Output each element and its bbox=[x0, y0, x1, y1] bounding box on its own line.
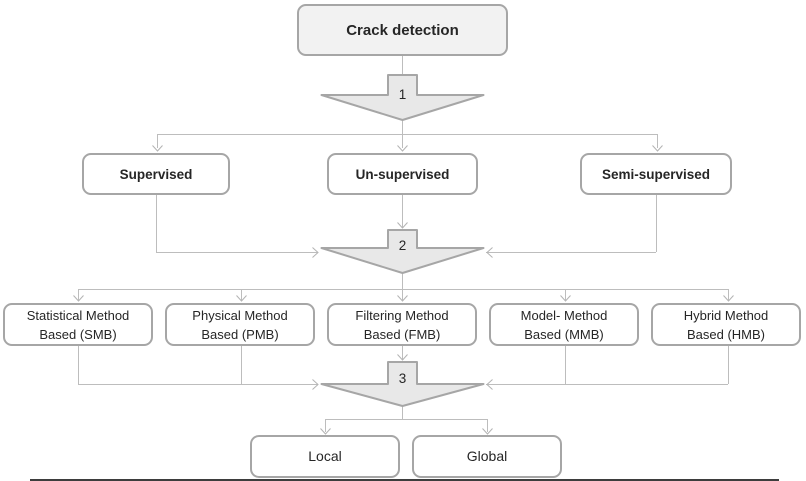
arrowhead-down-icon bbox=[397, 354, 408, 361]
node-statistical-method-based: Statistical Method Based (SMB) bbox=[3, 303, 153, 346]
connector-line bbox=[657, 134, 658, 148]
connector-line bbox=[156, 195, 157, 252]
node-label: Local bbox=[308, 448, 342, 464]
node-label: Global bbox=[466, 448, 508, 464]
connector-line bbox=[78, 346, 79, 384]
arrowhead-down-icon bbox=[236, 295, 247, 302]
arrowhead-left-icon bbox=[486, 379, 493, 390]
node-semi-supervised: Semi-supervised bbox=[580, 153, 732, 195]
arrowhead-right-icon bbox=[312, 379, 319, 390]
connector-line bbox=[487, 419, 488, 432]
arrowhead-down-icon bbox=[723, 295, 734, 302]
node-label-line2: Based (SMB) bbox=[39, 326, 117, 342]
arrowhead-down-icon bbox=[320, 428, 331, 435]
node-physical-method-based: Physical Method Based (PMB) bbox=[165, 303, 315, 346]
node-label-line2: Based (HMB) bbox=[686, 326, 766, 342]
connector-line bbox=[156, 252, 318, 253]
down-block-arrow-1: 1 bbox=[320, 74, 485, 121]
connector-line bbox=[402, 274, 403, 300]
node-label: Un-supervised bbox=[355, 166, 450, 182]
node-un-supervised: Un-supervised bbox=[327, 153, 478, 195]
connector-line bbox=[728, 346, 729, 384]
arrowhead-right-icon bbox=[312, 247, 319, 258]
connector-line bbox=[157, 134, 158, 148]
connector-line bbox=[402, 346, 403, 360]
connector-line bbox=[486, 252, 656, 253]
node-model-method-based: Model- Method Based (MMB) bbox=[489, 303, 639, 346]
arrowhead-down-icon bbox=[397, 222, 408, 229]
connector-line bbox=[728, 289, 729, 300]
connector-line bbox=[402, 407, 403, 419]
arrowhead-left-icon bbox=[486, 247, 493, 258]
node-label: Semi-supervised bbox=[601, 166, 711, 182]
connector-line bbox=[565, 346, 566, 384]
connector-line bbox=[325, 419, 326, 432]
arrowhead-down-icon bbox=[152, 145, 163, 152]
connector-line bbox=[241, 289, 242, 300]
connector-line bbox=[78, 384, 318, 385]
connector-line bbox=[402, 134, 403, 148]
connector-line bbox=[78, 289, 79, 300]
down-block-arrow-icon bbox=[320, 361, 485, 407]
node-label-line1: Statistical Method bbox=[26, 307, 130, 323]
node-hybrid-method-based: Hybrid Method Based (HMB) bbox=[651, 303, 801, 346]
node-label-line2: Based (MMB) bbox=[524, 326, 604, 342]
connector-line bbox=[402, 195, 403, 228]
connector-line bbox=[241, 346, 242, 384]
down-block-arrow-icon bbox=[320, 229, 485, 274]
down-block-arrow-icon bbox=[320, 74, 485, 121]
connector-line bbox=[565, 289, 566, 300]
down-block-arrow-3: 3 bbox=[320, 361, 485, 407]
node-supervised: Supervised bbox=[82, 153, 230, 195]
arrow-number: 1 bbox=[398, 87, 407, 102]
node-filtering-method-based: Filtering Method Based (FMB) bbox=[327, 303, 477, 346]
node-crack-detection: Crack detection bbox=[297, 4, 508, 56]
node-label: Supervised bbox=[119, 166, 193, 182]
down-block-arrow-2: 2 bbox=[320, 229, 485, 274]
arrowhead-down-icon bbox=[560, 295, 571, 302]
connector-line bbox=[486, 384, 728, 385]
node-label-line2: Based (PMB) bbox=[201, 326, 279, 342]
arrow-number: 2 bbox=[398, 238, 407, 253]
arrowhead-down-icon bbox=[397, 145, 408, 152]
arrowhead-down-icon bbox=[73, 295, 84, 302]
arrowhead-down-icon bbox=[397, 295, 408, 302]
arrowhead-down-icon bbox=[482, 428, 493, 435]
node-label-line1: Hybrid Method bbox=[683, 307, 769, 323]
arrow-number: 3 bbox=[398, 371, 407, 386]
connector-line bbox=[656, 195, 657, 252]
node-label-line2: Based (FMB) bbox=[363, 326, 441, 342]
node-label-line1: Filtering Method bbox=[355, 307, 449, 323]
connector-line bbox=[325, 419, 487, 420]
connector-line bbox=[157, 134, 657, 135]
arrowhead-down-icon bbox=[652, 145, 663, 152]
node-label-line1: Model- Method bbox=[520, 307, 608, 323]
node-label: Crack detection bbox=[346, 21, 459, 39]
connector-line bbox=[402, 121, 403, 134]
node-global: Global bbox=[412, 435, 562, 478]
node-local: Local bbox=[250, 435, 400, 478]
node-label-line1: Physical Method bbox=[192, 307, 288, 323]
connector-line bbox=[402, 56, 403, 74]
figure-bottom-rule bbox=[30, 479, 779, 481]
connector-line bbox=[78, 289, 728, 290]
